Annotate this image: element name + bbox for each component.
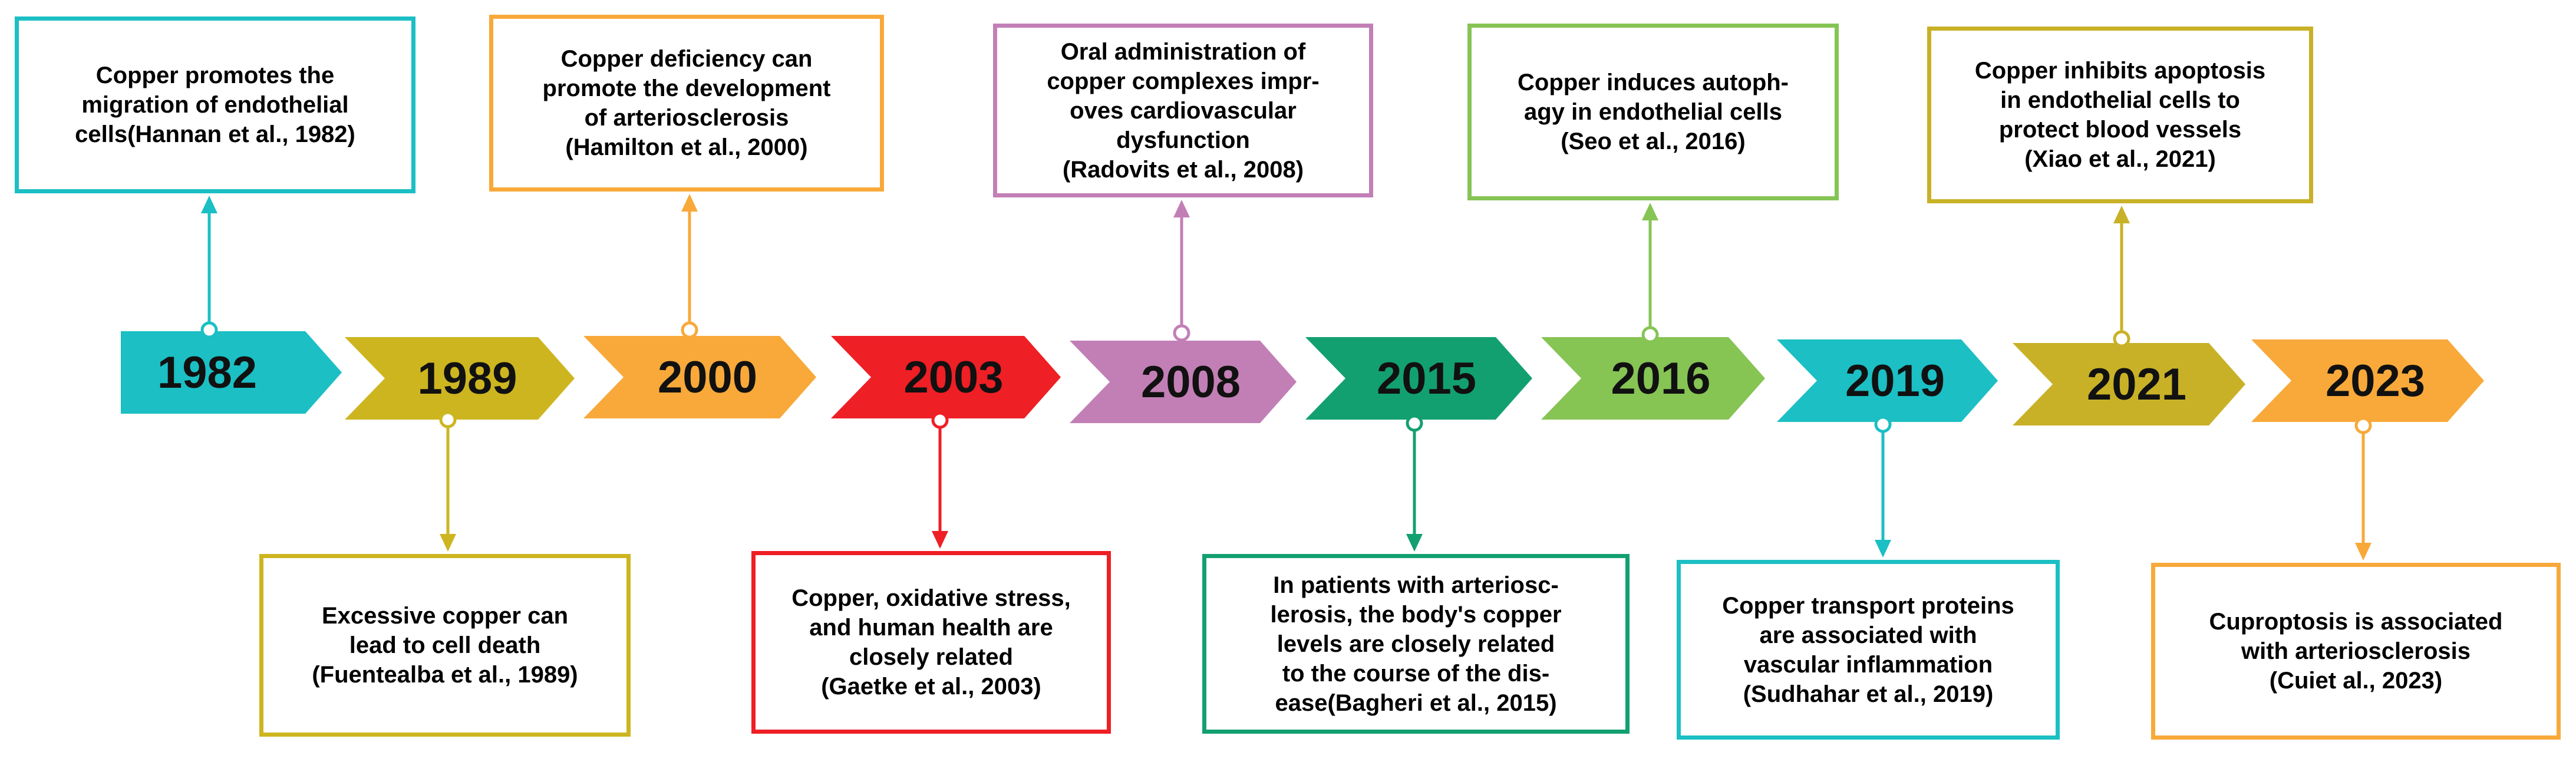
connector-arrowhead-2015 <box>1406 534 1423 552</box>
milestone-note-text: In patients with arteriosc- lerosis, the… <box>1270 572 1562 716</box>
milestone-note-2008: Oral administration of copper complexes … <box>993 24 1373 197</box>
year-arrow-2021 <box>2013 343 2245 425</box>
connector-node-2019 <box>1874 415 1892 433</box>
milestone-note-text: Copper, oxidative stress, and human heal… <box>791 585 1071 700</box>
milestone-note-text: Cuproptosis is associated with arteriosc… <box>2209 609 2503 694</box>
connector-node-2016 <box>1641 326 1659 344</box>
year-label-2003: 2003 <box>903 352 1003 403</box>
year-arrow-2003 <box>831 336 1061 418</box>
year-arrow-2019 <box>1777 339 1998 422</box>
milestone-note-text: Oral administration of copper complexes … <box>1047 38 1320 183</box>
year-arrow-2016 <box>1541 337 1765 420</box>
year-label-2019: 2019 <box>1845 356 1945 406</box>
year-arrow-2000 <box>583 336 816 418</box>
milestone-note-text: Excessive copper can lead to cell death … <box>312 603 578 688</box>
connector-node-2021 <box>2113 330 2130 348</box>
connector-arrowhead-2008 <box>1173 200 1190 217</box>
year-arrow-1989 <box>345 337 575 420</box>
year-label-2000: 2000 <box>658 352 757 403</box>
milestone-note-text: Copper promotes the migration of endothe… <box>75 62 355 147</box>
year-label-1982: 1982 <box>157 348 257 398</box>
milestone-note-text: Copper deficiency can promote the develo… <box>542 46 831 160</box>
milestone-note-2016: Copper induces autoph- agy in endothelia… <box>1467 24 1839 200</box>
connector-arrowhead-2016 <box>1642 203 1658 220</box>
connector-node-2008 <box>1173 324 1190 342</box>
connector-arrowhead-2023 <box>2355 543 2371 560</box>
year-label-2015: 2015 <box>1377 354 1476 404</box>
year-label-2021: 2021 <box>2087 359 2186 410</box>
connector-node-2015 <box>1406 414 1423 432</box>
connector-arrowhead-2003 <box>932 531 948 549</box>
connector-arrowhead-2000 <box>681 194 698 212</box>
connector-node-1989 <box>439 411 457 428</box>
connector-arrowhead-1989 <box>440 534 456 552</box>
year-label-1989: 1989 <box>417 354 517 404</box>
year-label-2016: 2016 <box>1611 354 1710 404</box>
milestone-note-2015: In patients with arteriosc- lerosis, the… <box>1202 554 1630 734</box>
year-arrow-2015 <box>1305 337 1532 420</box>
connector-arrowhead-2019 <box>1875 540 1891 558</box>
connector-node-2003 <box>931 411 949 429</box>
connector-arrowhead-2021 <box>2113 206 2130 223</box>
year-arrow-2008 <box>1070 341 1297 423</box>
milestone-note-2000: Copper deficiency can promote the develo… <box>489 15 884 192</box>
milestone-note-text: Copper transport proteins are associated… <box>1722 592 2014 707</box>
connector-node-1982 <box>200 321 218 339</box>
year-label-2008: 2008 <box>1141 357 1241 407</box>
milestone-note-2021: Copper inhibits apoptosis in endothelial… <box>1927 27 2313 203</box>
milestone-note-text: Copper inhibits apoptosis in endothelial… <box>1974 58 2266 172</box>
connector-node-2000 <box>681 321 698 339</box>
year-arrow-2023 <box>2251 339 2484 422</box>
milestone-note-2019: Copper transport proteins are associated… <box>1677 560 2060 740</box>
milestone-note-text: Copper induces autoph- agy in endothelia… <box>1518 70 1789 154</box>
year-arrow-1982 <box>121 331 342 414</box>
milestone-note-1989: Excessive copper can lead to cell death … <box>259 554 631 737</box>
connector-arrowhead-1982 <box>201 196 217 213</box>
connector-node-2023 <box>2354 417 2372 434</box>
milestone-note-2003: Copper, oxidative stress, and human heal… <box>751 551 1111 734</box>
milestone-note-1982: Copper promotes the migration of endothe… <box>15 17 415 193</box>
milestone-note-2023: Cuproptosis is associated with arteriosc… <box>2151 563 2561 740</box>
year-label-2023: 2023 <box>2326 356 2425 406</box>
